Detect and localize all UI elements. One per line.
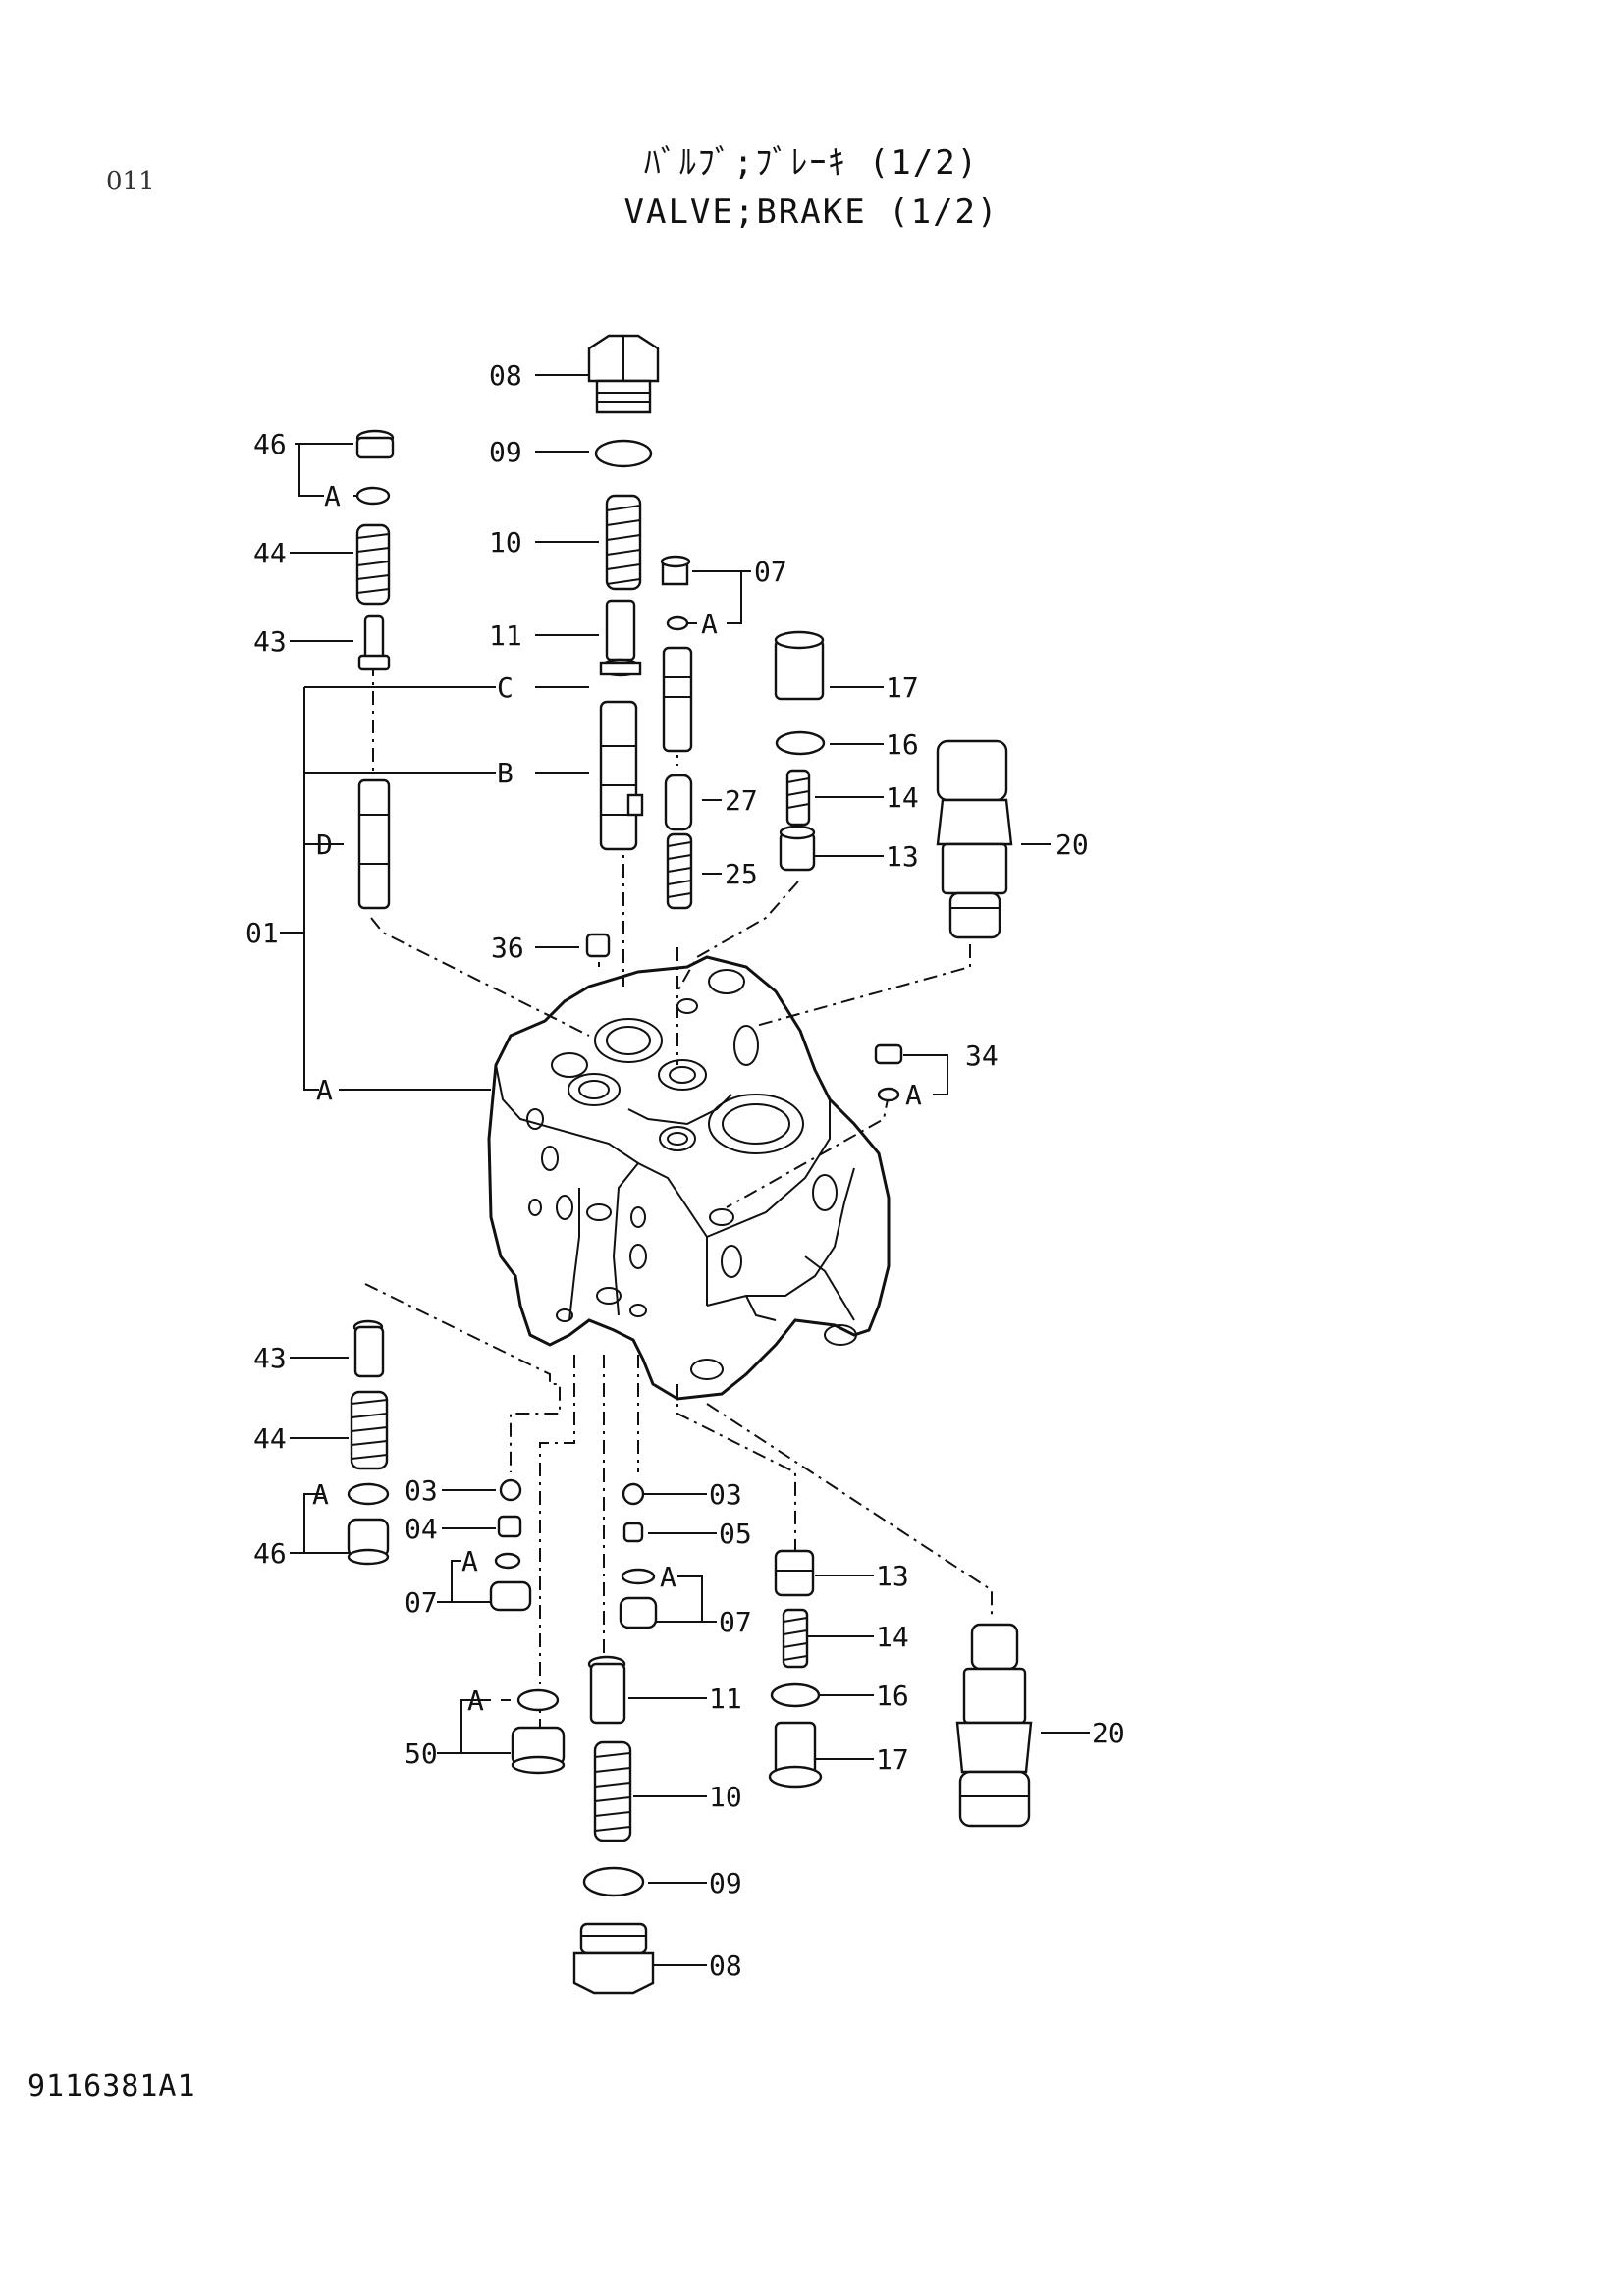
callout-10-lower: 10: [709, 1781, 742, 1813]
poppet-43-lower: [352, 1319, 385, 1378]
callout-46-lower: 46: [253, 1537, 287, 1570]
o-ring-16-lower: [770, 1682, 821, 1708]
plug-34: [874, 1043, 903, 1102]
relief-valve-20-lower: [955, 1623, 1033, 1828]
letter-a-34: A: [905, 1079, 922, 1111]
callout-09-upper: 09: [489, 436, 522, 468]
piston-13-upper: [779, 825, 816, 872]
spring-14-upper: [785, 769, 811, 827]
callout-20-upper: 20: [1055, 828, 1089, 861]
callout-17-upper: 17: [886, 671, 919, 704]
plug-17-lower: [768, 1721, 823, 1789]
letter-a-body: A: [316, 1074, 333, 1106]
o-ring-09-lower: [582, 1866, 645, 1897]
callout-43-lower: 43: [253, 1342, 287, 1374]
callout-05: 05: [719, 1518, 752, 1550]
page-number: 011: [106, 167, 155, 196]
callout-07-lower-right: 07: [719, 1606, 752, 1638]
letter-a-07-lower-right: A: [660, 1561, 676, 1593]
piston-13-lower: [774, 1549, 815, 1597]
document-code: 9116381A1: [27, 2069, 196, 2104]
spring-25: [666, 832, 693, 910]
callout-08-upper: 08: [489, 359, 522, 392]
callout-27: 27: [725, 784, 758, 817]
o-ring-07-lower-right: [621, 1568, 656, 1585]
callout-03-left: 03: [405, 1474, 438, 1507]
callout-46-upper: 46: [253, 428, 287, 460]
callout-14-upper: 14: [886, 781, 919, 814]
callout-13-lower: 13: [876, 1560, 909, 1592]
letter-a-07-lower-left: A: [461, 1545, 478, 1577]
letter-d: D: [316, 828, 333, 861]
callout-01: 01: [245, 917, 279, 949]
plug-46-upper: [355, 429, 395, 506]
callout-07-lower-left: 07: [405, 1586, 438, 1619]
callout-04: 04: [405, 1513, 438, 1545]
letter-a-07-upper: A: [701, 608, 718, 640]
callout-03-right: 03: [709, 1478, 742, 1511]
ball-03-right: [622, 1482, 645, 1506]
valve-body: [487, 955, 891, 1401]
callout-16-upper: 16: [886, 728, 919, 761]
o-ring-16-upper: [775, 730, 826, 756]
callout-labels: 08 09 10 11 46 44 43 07 17 16 14 13 20 2…: [245, 359, 1125, 1982]
o-ring-50: [516, 1688, 560, 1712]
letter-a-50: A: [467, 1684, 484, 1717]
plug-08-lower: [572, 1922, 655, 1995]
spring-10-upper: [605, 494, 642, 591]
plug-07-upper: [660, 555, 691, 631]
spool-d: [357, 778, 391, 910]
callout-20-lower: 20: [1092, 1717, 1125, 1749]
callout-17-lower: 17: [876, 1743, 909, 1776]
callout-10-upper: 10: [489, 526, 522, 559]
letter-a-46-upper: A: [324, 480, 341, 512]
callout-43-upper: 43: [253, 625, 287, 658]
spring-10-lower: [593, 1740, 632, 1842]
spring-44-upper: [355, 523, 391, 606]
callout-11-lower: 11: [709, 1682, 742, 1715]
letter-a-46-lower: A: [312, 1478, 329, 1511]
seat-05: [622, 1522, 644, 1543]
callout-13-upper: 13: [886, 840, 919, 873]
callout-07-upper: 07: [754, 556, 787, 588]
callout-50: 50: [405, 1737, 438, 1770]
callout-44-lower: 44: [253, 1422, 287, 1455]
plug-17-upper: [774, 630, 825, 701]
callout-11-upper: 11: [489, 619, 522, 652]
title-english: VALVE;BRAKE (1/2): [623, 192, 1000, 232]
callout-16-lower: 16: [876, 1680, 909, 1712]
callout-36: 36: [491, 932, 524, 964]
ball-03-left: [499, 1478, 522, 1502]
callout-08-lower: 08: [709, 1949, 742, 1982]
plug-08-upper: [587, 334, 660, 414]
o-ring-a-lower-left: [347, 1482, 390, 1506]
spring-14-lower: [782, 1608, 809, 1669]
title-japanese: ﾊﾞﾙﾌﾞ;ﾌﾞﾚｰｷ (1/2): [643, 143, 980, 183]
letter-c: C: [497, 671, 514, 704]
callout-44-upper: 44: [253, 537, 287, 569]
relief-valve-20-upper: [936, 739, 1013, 939]
o-ring-09-upper: [594, 439, 653, 468]
callout-25: 25: [725, 858, 758, 890]
spool-b: [599, 700, 644, 851]
poppet-43-upper: [357, 614, 391, 671]
spring-44-lower: [350, 1390, 389, 1470]
callout-34: 34: [965, 1040, 999, 1072]
plug-07-lower-right: [619, 1596, 658, 1629]
plug-50: [511, 1726, 566, 1775]
plug-07-lower-left: [489, 1580, 532, 1612]
plug-36: [585, 933, 611, 958]
letter-b: B: [497, 757, 514, 789]
callout-09-lower: 09: [709, 1867, 742, 1899]
callout-14-lower: 14: [876, 1621, 909, 1653]
spool-11-upper: [599, 599, 642, 677]
spool-c: [662, 646, 693, 753]
spool-11-lower: [587, 1655, 626, 1725]
o-ring-07-lower-left: [494, 1552, 521, 1570]
plug-46-lower: [347, 1518, 390, 1566]
pin-27: [664, 774, 693, 831]
seat-04: [497, 1515, 522, 1538]
